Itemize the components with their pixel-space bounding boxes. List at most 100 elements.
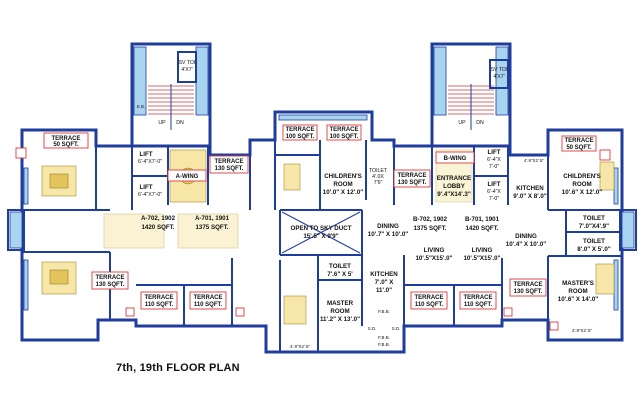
left-projection [7,209,25,251]
room-living-b-dim: 10'.5"X15'.0" [463,255,500,262]
terrace-tag-b-130 [393,169,431,188]
glass-panel [495,46,509,116]
room-children-a-dim: 10'.0" X 12'.0" [323,189,364,196]
room-entrance-name2: LOBBY [443,183,466,190]
room-toilet-a-top-name: TOILET [369,168,388,174]
room-toilet-a-mid-dim: 7'.6" X 5' [327,271,353,278]
terrace-name: TERRACE [564,138,593,144]
flat-b702-name: B-702, 1902 [413,216,448,223]
sd-label: S.D. [392,326,401,331]
fbb-label: F.B.B. [378,342,390,347]
stair-a-dn: DN [176,120,184,126]
duct-name: OPEN TO SKY DUCT [291,225,352,232]
room-kitchen-a-dim2: 11'.0" [376,287,392,294]
right-projection [619,209,637,251]
fbb-label: F.B.B. [378,309,390,314]
shaft-a-title: SV TOI [179,60,196,66]
stair-a-treads [148,84,194,130]
b-wing-label: B-WING [444,156,467,162]
shaft-marker [503,307,513,317]
glass-panel [195,46,209,116]
terrace-area: 50 SQFT. [53,142,79,148]
terrace-area: 110 SQFT. [415,302,444,308]
room-kitchen-b-dim: 9'.0" X 8'.0" [513,193,547,200]
terrace-tag-bot-110d [459,291,497,310]
terrace-tag-bot-110a [140,291,178,310]
room-toilet-a-top-dim2: 7'6" [374,180,383,186]
room-toilet-b2-name: TOILET [583,238,605,245]
shaft-a-dim: 4'X7' [181,67,192,73]
furniture-dining-a [103,213,239,249]
furniture-bed-a [283,163,307,325]
dim-bottom-b: 4'.9"X2'.5" [572,328,592,333]
terrace-area: 100 SQFT. [286,134,315,140]
duct-dim: 15'.5" X 9'9" [303,233,338,240]
furniture-sofa-set-a [41,165,77,295]
lift-b1-dim: 6'-4"X [487,157,501,163]
glass-panel [621,211,635,249]
shaft-a [177,51,197,83]
room-kitchen-a-dim: 7'.0" X [375,279,395,286]
room-dining-b-name: DINING [515,233,537,240]
lift-b2-name: LIFT [487,181,500,188]
terrace-tag-top-100a [282,124,318,141]
lift-b2-dim2: 7'-0" [489,196,499,202]
terrace-name: TERRACE [95,275,124,281]
room-kitchen-b-name: KITCHEN [516,185,544,192]
terrace-tag-a-130 [209,155,249,174]
shaft-marker [125,307,135,317]
b-wing-tag [435,151,475,164]
glass-panel [613,167,619,205]
room-master-b-name: MASTER'S [562,280,594,287]
glass-panel [278,114,368,121]
stair-b-up: UP [458,120,466,126]
sd-label: S.D. [368,326,377,331]
terrace-name: TERRACE [414,295,443,301]
glass-panel [9,211,23,249]
stair-b-treads [448,84,494,130]
room-toilet-a-mid-name: TOILET [329,263,351,270]
terrace-tag-bot-110b [189,291,227,310]
room-children-b-name2: ROOM [572,181,591,188]
room-dining-b-dim: 10'.4" X 10'.0" [506,241,547,248]
terrace-tag-left-130 [91,271,129,290]
terrace-area: 130 SQFT. [215,166,244,172]
stair-a-up: UP [158,120,166,126]
terrace-name: TERRACE [214,159,243,165]
terrace-name: TERRACE [397,173,426,179]
room-kitchen-a-name: KITCHEN [370,271,398,278]
terrace-area: 130 SQFT. [514,289,543,295]
room-toilet-b1-dim: 7'.0"X4'.9" [579,223,609,230]
lift-a2-dim: 6'-4"X7'-0" [138,192,162,198]
duct-cross [281,211,361,254]
room-dining-a-name: DINING [377,223,399,230]
room-master-a-dim: 11'.2" X 13'.0" [320,316,360,323]
terrace-area: 130 SQFT. [398,180,427,186]
terrace-area: 50 SQFT. [566,145,592,151]
stair-b-dn: DN [476,120,484,126]
shaft-marker [15,147,27,159]
shaft-marker [599,149,611,161]
terrace-area: 130 SQFT. [96,282,125,288]
a-wing-label: A-WING [176,174,199,180]
shaft-b-dim: 4'X7' [493,74,504,80]
dim-top-b: 4'.9"X2'.5" [524,158,544,163]
flat-b701-name: B-701, 1901 [465,216,500,223]
lift-a2-name: LIFT [139,184,152,191]
room-children-b-name: CHILDREN'S [563,173,601,180]
terrace-area: 100 SQFT. [330,134,359,140]
room-toilet-b2-dim: 8'.0" X 5'.0" [577,246,611,253]
room-living-a-name: LIVING [424,247,445,254]
shaft-b-title: SV TOI [491,67,508,73]
terrace-name: TERRACE [193,295,222,301]
eb-label: E.B. [137,104,145,109]
terrace-tag-bot-110c [410,291,448,310]
shaft-marker [235,307,245,317]
room-toilet-b1-name: TOILET [583,215,605,222]
room-dining-a-dim: 10'.7" X 10'.0" [368,231,409,238]
lift-b1-name: LIFT [487,149,500,156]
glass-panel [23,259,29,311]
glass-panel [133,46,147,116]
dim-bottom-a: 4'.9"X2'.5" [290,344,310,349]
